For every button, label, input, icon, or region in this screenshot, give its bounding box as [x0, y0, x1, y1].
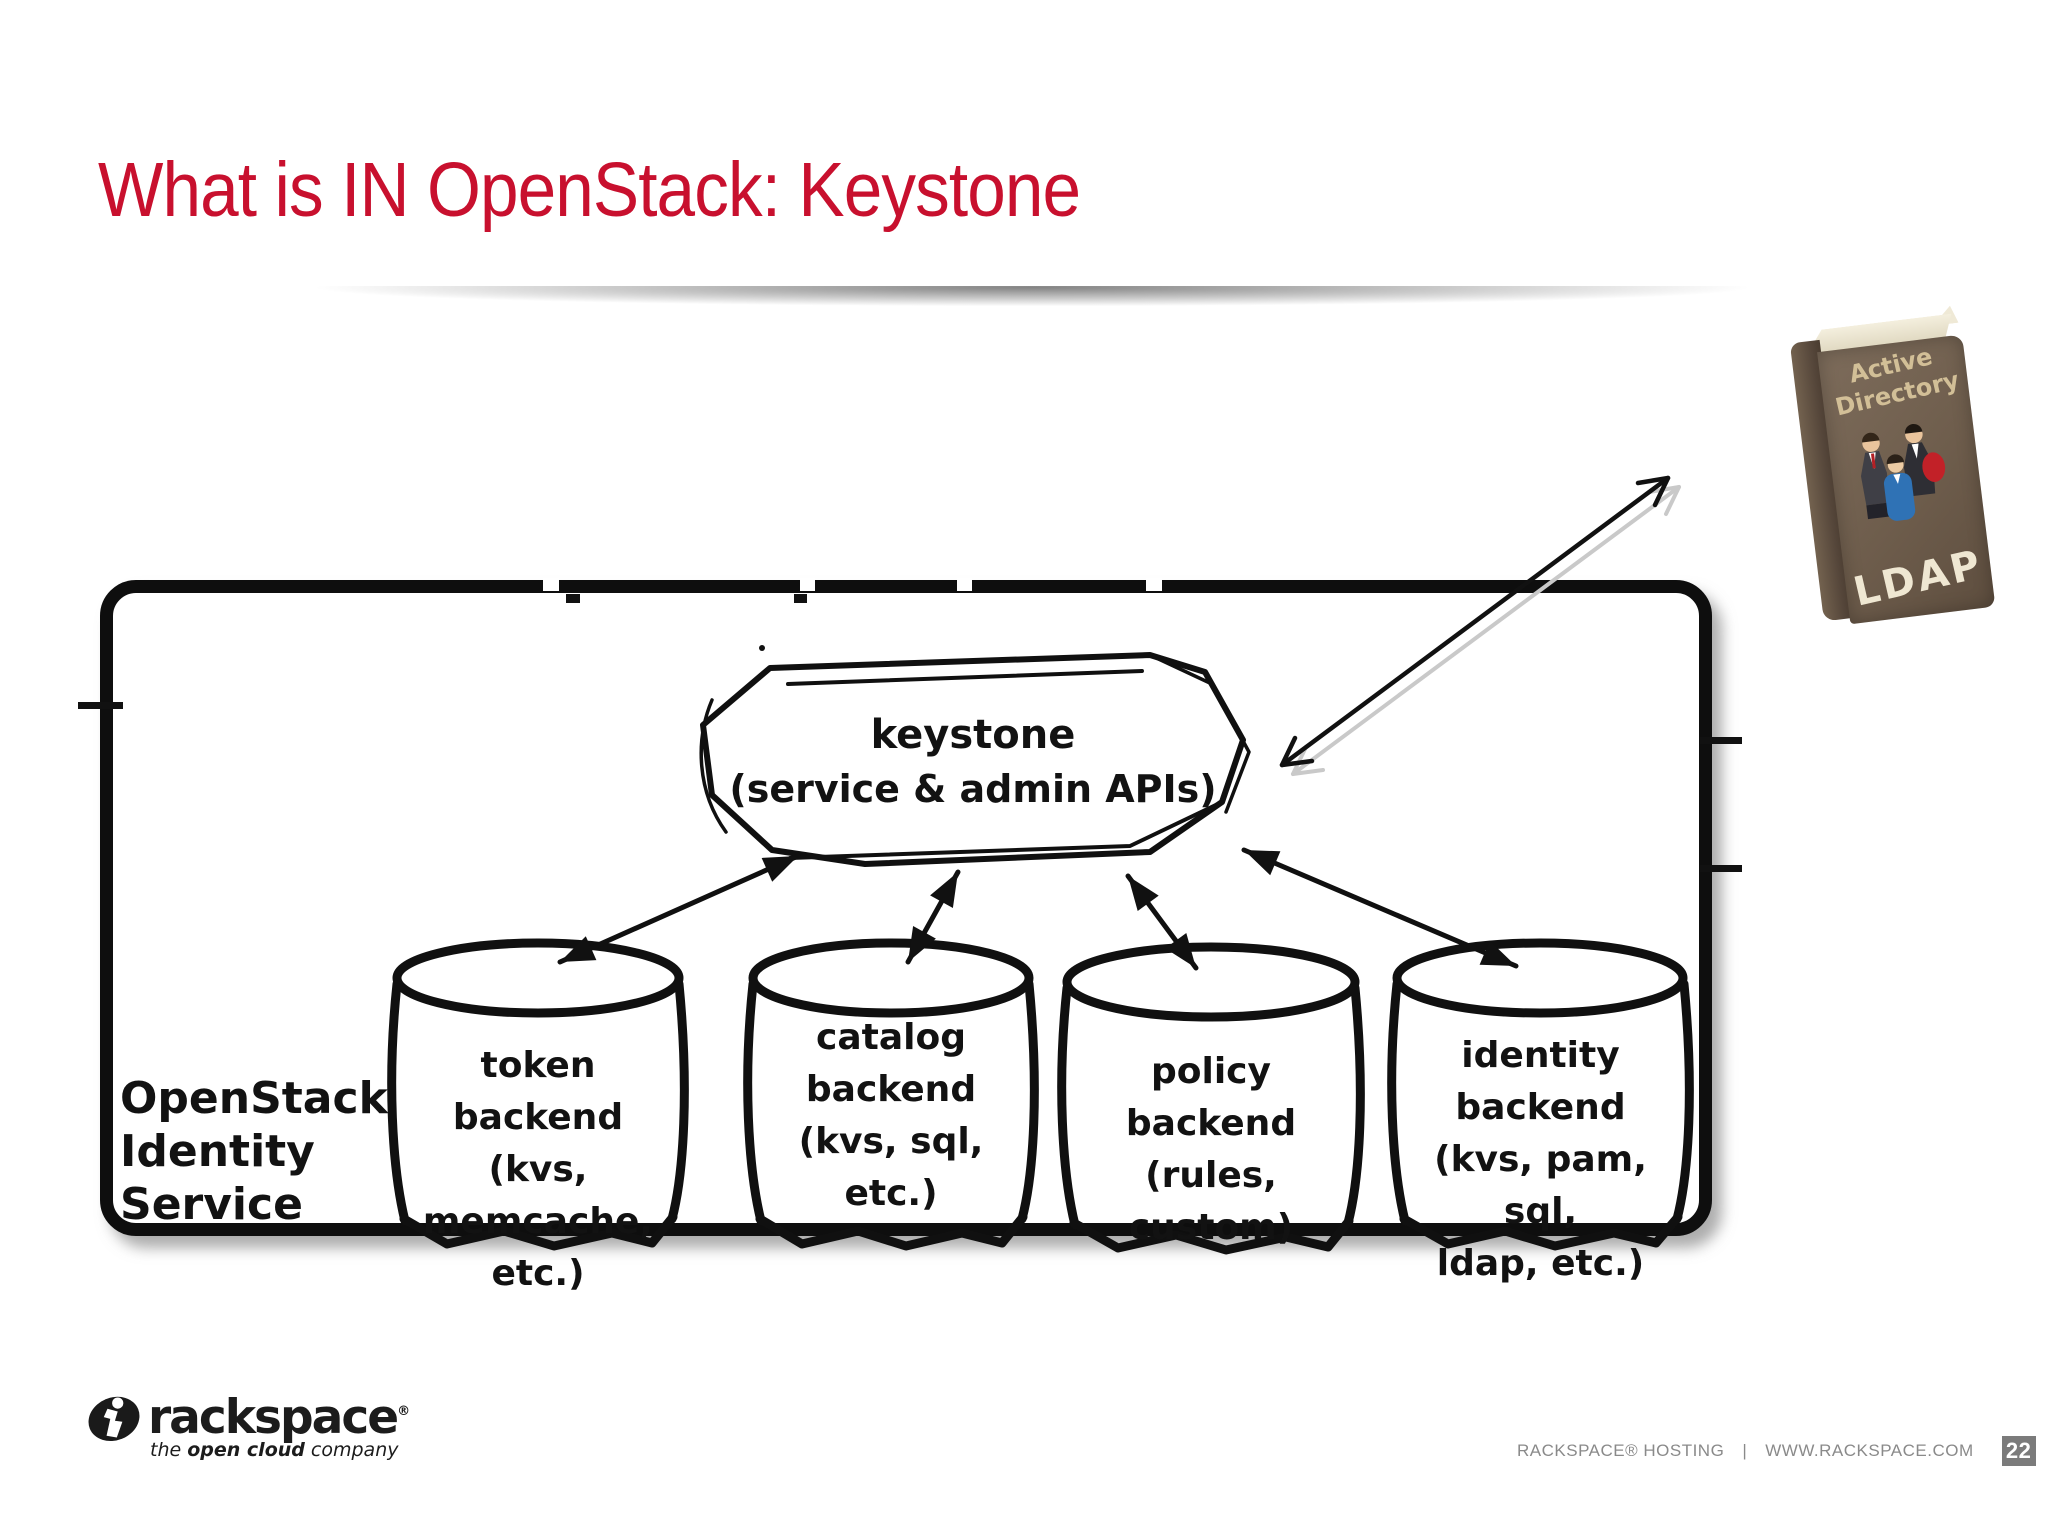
- identity-backend-cylinder: [1387, 938, 1694, 1251]
- logo-tagline: the open cloud company: [150, 1439, 410, 1461]
- keystone-label: keystone (service & admin APIs): [703, 708, 1243, 816]
- identity-line3: (kvs, pam, sql,: [1434, 1139, 1647, 1232]
- tagline-the: the: [150, 1439, 188, 1461]
- identity-line1: identity: [1461, 1035, 1620, 1076]
- token-line1: token backend: [452, 1045, 624, 1138]
- logo-text: rackspace: [148, 1390, 399, 1445]
- people-clipart: [1860, 424, 1946, 521]
- identity-line2: backend: [1455, 1087, 1626, 1128]
- tagline-company: company: [304, 1439, 399, 1461]
- policy-line1: policy: [1151, 1051, 1271, 1092]
- catalog-line3: (kvs, sql,: [798, 1121, 984, 1162]
- keystone-node: [699, 652, 1251, 867]
- catalog-line1: catalog: [816, 1017, 966, 1058]
- footer-separator: |: [1742, 1441, 1748, 1460]
- rackspace-logo: rackspace® the open cloud company: [86, 1390, 410, 1461]
- ldap-book: Active Directory LDAP: [1789, 313, 1996, 628]
- identity-backend-label: identity backend (kvs, pam, sql, ldap, e…: [1392, 1030, 1689, 1290]
- token-backend-label: token backend (kvs, memcache, etc.): [392, 1040, 684, 1300]
- catalog-line4: etc.): [844, 1173, 938, 1214]
- token-line2: (kvs, memcache,: [422, 1149, 654, 1242]
- tagline-open-cloud: open cloud: [187, 1439, 305, 1461]
- identity-line4: ldap, etc.): [1436, 1243, 1645, 1284]
- rackspace-wordmark: rackspace®: [148, 1390, 410, 1445]
- catalog-backend-label: catalog backend (kvs, sql, etc.): [748, 1012, 1034, 1220]
- footer-hosting-text: RACKSPACE® HOSTING: [1517, 1441, 1725, 1460]
- slide-title: What is IN OpenStack: Keystone: [98, 147, 1081, 233]
- policy-backend-cylinder: [1057, 942, 1365, 1255]
- policy-line3: (rules, custom): [1128, 1155, 1294, 1248]
- page-number-badge: 22: [2001, 1436, 2036, 1466]
- token-line3: etc.): [491, 1253, 585, 1294]
- keystone-line2: (service & admin APIs): [729, 767, 1217, 811]
- service-line1: OpenStack: [120, 1073, 388, 1124]
- service-line2: Identity: [120, 1126, 315, 1177]
- keystone-ldap-arrow: [1279, 475, 1681, 776]
- policy-line2: backend: [1125, 1103, 1297, 1144]
- policy-backend-label: policy backend (rules, custom): [1062, 1046, 1360, 1254]
- token-backend-cylinder: [387, 938, 689, 1251]
- footer-website-text: WWW.RACKSPACE.COM: [1765, 1441, 1974, 1460]
- service-line3: Service: [120, 1179, 303, 1230]
- keystone-line1: keystone: [870, 712, 1076, 758]
- footer: RACKSPACE® HOSTING | WWW.RACKSPACE.COM 2…: [1517, 1436, 2036, 1466]
- rackspace-icon: [88, 1396, 140, 1441]
- catalog-line2: backend: [805, 1069, 977, 1110]
- keystone-backend-arrows: [557, 847, 1519, 971]
- openstack-identity-service-label: OpenStack Identity Service: [120, 1072, 388, 1231]
- registered-mark: ®: [397, 1404, 411, 1419]
- title-divider: [75, 286, 1990, 312]
- catalog-backend-cylinder: [743, 938, 1039, 1251]
